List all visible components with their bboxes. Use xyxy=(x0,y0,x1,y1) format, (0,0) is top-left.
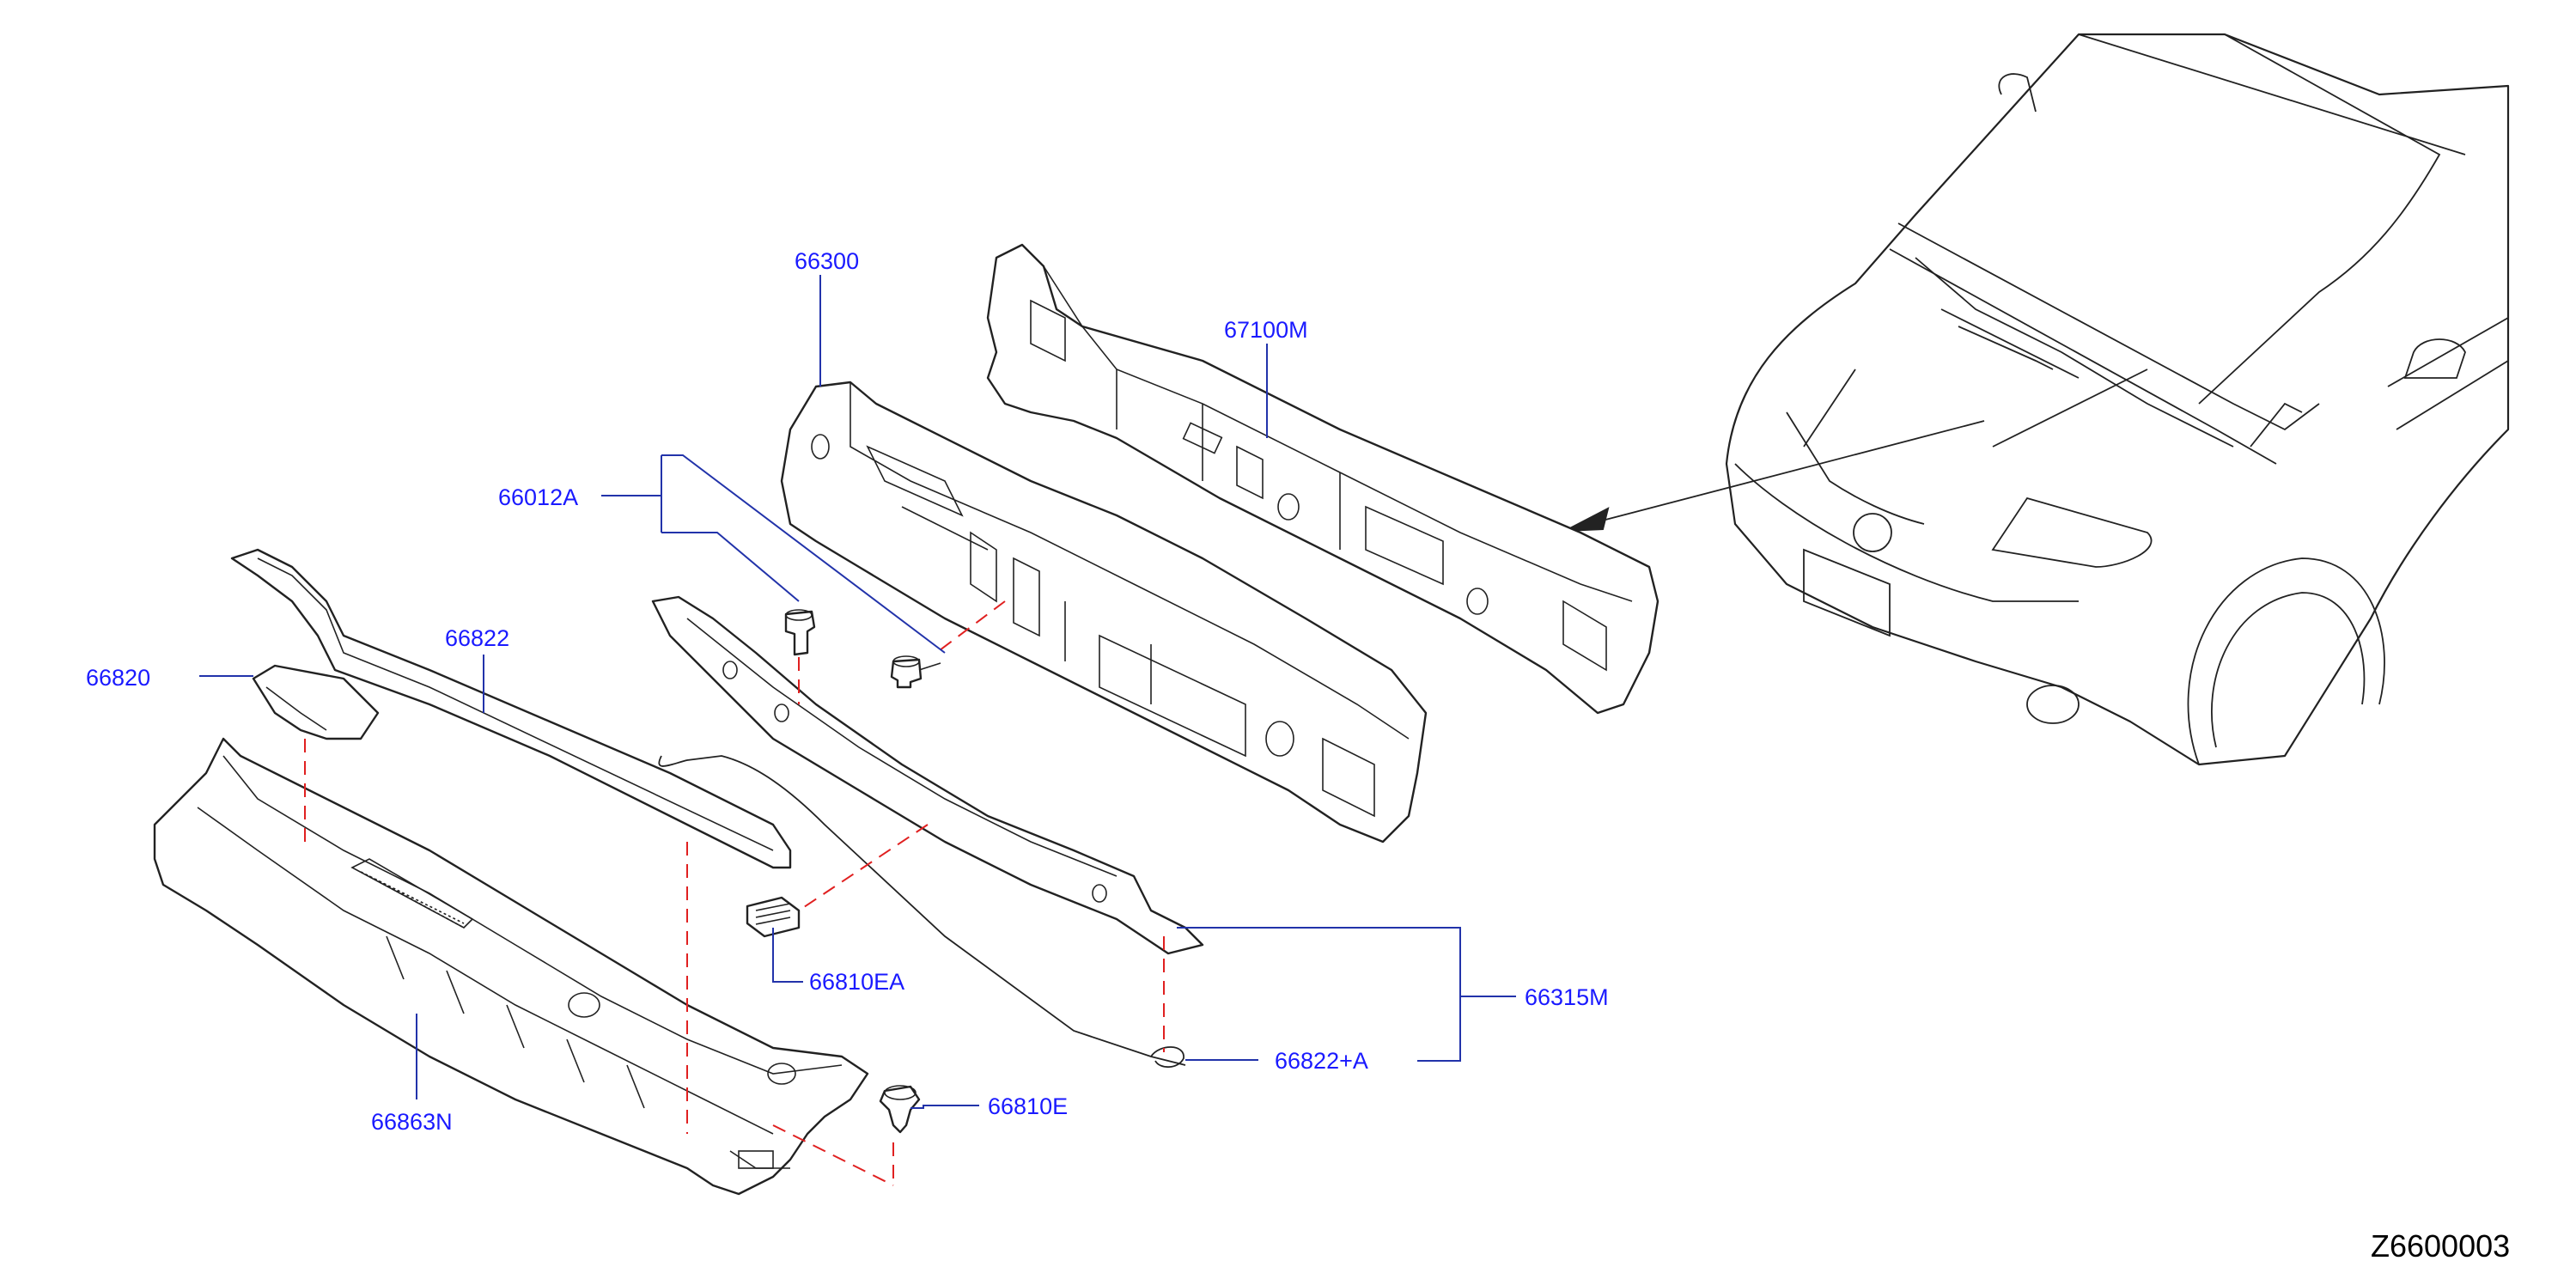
cowl-top-seal-66822 xyxy=(230,548,792,869)
cowl-cover-end-66820 xyxy=(252,664,380,740)
label-66822a: 66822+A xyxy=(1275,1048,1368,1074)
cowl-top-panel-66300 xyxy=(780,381,1428,844)
label-66810ea: 66810EA xyxy=(809,969,904,995)
dash-upper-panel-67100m xyxy=(986,243,1659,715)
label-66863n: 66863N xyxy=(371,1109,453,1135)
label-66300: 66300 xyxy=(795,248,859,274)
bolt-66012a-lower xyxy=(890,655,941,689)
label-66822: 66822 xyxy=(445,625,509,651)
callout-leaders xyxy=(199,275,1516,1109)
label-67100m: 67100M xyxy=(1224,317,1308,343)
drain-hose-66822a xyxy=(658,755,1186,1069)
label-66012a: 66012A xyxy=(498,484,578,510)
diagram-code: Z6600003 xyxy=(2371,1228,2510,1264)
label-66810e: 66810E xyxy=(988,1093,1068,1119)
part-number-labels: 66300 67100M 66012A 66822 66820 66810EA … xyxy=(86,248,2510,1264)
cowl-top-cover-66863n xyxy=(153,737,869,1196)
label-66315m: 66315M xyxy=(1525,984,1609,1010)
label-66820: 66820 xyxy=(86,665,150,691)
vehicle-outline-illustration xyxy=(1564,33,2510,766)
clip-66810ea xyxy=(746,896,801,938)
bolt-66012a-upper xyxy=(784,609,816,656)
assembly-guide-lines xyxy=(304,600,1165,1186)
clip-66810e xyxy=(879,1085,921,1134)
